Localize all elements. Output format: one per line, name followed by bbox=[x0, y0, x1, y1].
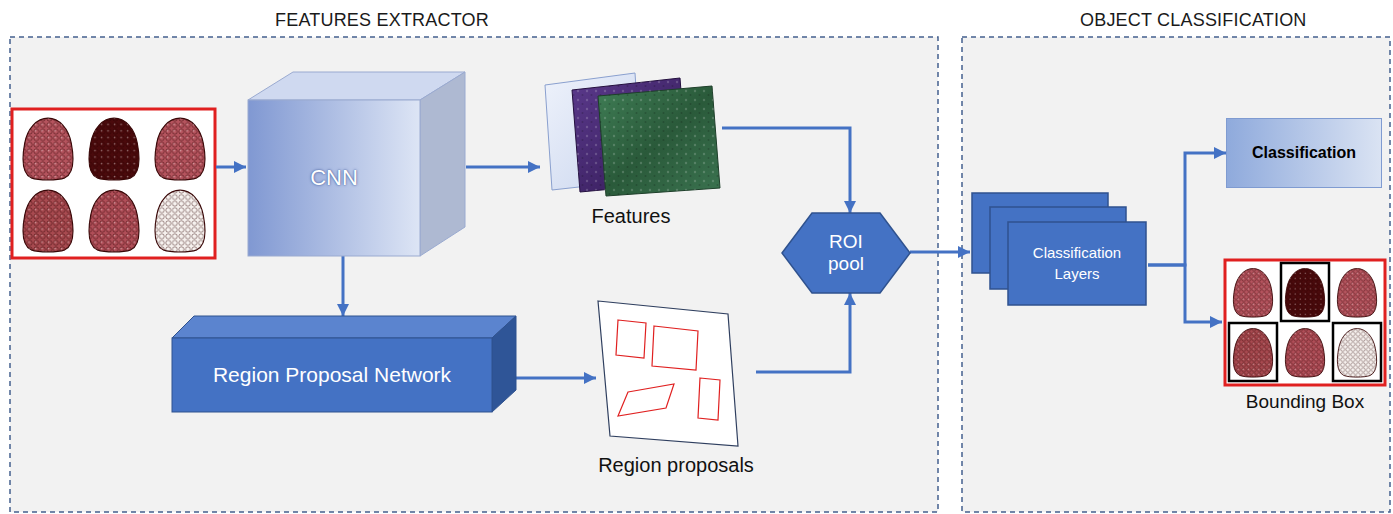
image-frame bbox=[12, 109, 215, 258]
detection-box bbox=[1281, 263, 1329, 321]
text-slot: Bounding Box bbox=[1222, 388, 1388, 416]
text-slot: FEATURES EXTRACTOR bbox=[275, 10, 489, 31]
block-label: CNN bbox=[310, 165, 358, 191]
image-caption: Features bbox=[592, 205, 671, 228]
raspberry bbox=[89, 190, 139, 252]
input-image bbox=[12, 109, 215, 258]
detection-box bbox=[1333, 323, 1381, 381]
text-slot: Features bbox=[540, 202, 722, 230]
output-box: Classification bbox=[1226, 118, 1382, 188]
raspberry bbox=[1337, 329, 1376, 378]
raspberry bbox=[1285, 269, 1324, 318]
feature-texture bbox=[598, 86, 720, 196]
raspberry bbox=[155, 190, 205, 252]
cube-side bbox=[420, 72, 465, 256]
block-label: Classification Layers bbox=[1012, 243, 1142, 284]
hexagon bbox=[782, 213, 910, 293]
bounding-image-shape bbox=[1222, 258, 1388, 388]
image-caption: Bounding Box bbox=[1246, 391, 1364, 413]
bar-top bbox=[172, 316, 516, 338]
block-label: Classification bbox=[1252, 144, 1356, 162]
text-slot: Region Proposal Network bbox=[172, 338, 492, 412]
detection-box bbox=[1229, 323, 1277, 381]
roi-hexagon: ROI pool bbox=[782, 213, 910, 293]
raspberry bbox=[1337, 269, 1376, 318]
result-image bbox=[1225, 260, 1385, 385]
bounding-image: Bounding Box bbox=[1222, 258, 1388, 418]
flow-arrow bbox=[516, 377, 596, 380]
bar-front bbox=[172, 338, 492, 412]
raspberry bbox=[23, 118, 73, 180]
proposal-box bbox=[652, 326, 698, 370]
raspberry bbox=[23, 190, 73, 252]
sheet bbox=[598, 301, 738, 446]
proposal-sheet: Region proposals bbox=[596, 296, 756, 486]
cnn-cube: CNN bbox=[248, 72, 466, 256]
region-outline bbox=[962, 37, 1390, 512]
input-arrow bbox=[216, 166, 246, 169]
layer-stack: Classification Layers bbox=[970, 190, 1148, 308]
raspberry bbox=[1285, 329, 1324, 378]
dashed-region: OBJECT CLASSIFICATION Classification Laye… bbox=[962, 6, 1390, 512]
text-slot: Classification bbox=[1227, 119, 1381, 187]
text-slot: Classification Layers bbox=[1012, 226, 1142, 301]
raspberry bbox=[1233, 269, 1272, 318]
raspberry bbox=[89, 118, 139, 180]
text-slot: CNN bbox=[248, 100, 420, 256]
raspberry bbox=[155, 118, 205, 180]
feature-map bbox=[598, 86, 720, 196]
cube-shape bbox=[248, 72, 466, 256]
text-slot: OBJECT CLASSIFICATION bbox=[1080, 10, 1307, 31]
region-outline bbox=[10, 37, 938, 512]
rpn-block: Region Proposal Network bbox=[172, 316, 516, 412]
flow-arrow bbox=[722, 128, 850, 213]
feature-stack bbox=[540, 70, 722, 198]
layer-card bbox=[1008, 222, 1146, 305]
flow-arrow bbox=[756, 293, 850, 372]
cube-front bbox=[248, 100, 420, 256]
image-frame bbox=[1225, 260, 1385, 385]
flow-arrow bbox=[342, 256, 345, 316]
image-caption: Region proposals bbox=[598, 454, 754, 477]
text-slot: ROI pool bbox=[806, 217, 886, 289]
proposal-box bbox=[616, 320, 646, 358]
region-heading: FEATURES EXTRACTOR bbox=[275, 10, 489, 31]
proposal-box bbox=[698, 378, 720, 420]
flow-arrow bbox=[466, 166, 540, 169]
flow-arrow bbox=[1148, 265, 1222, 322]
block-label: ROI pool bbox=[815, 231, 877, 275]
feature-maps: Features bbox=[540, 70, 722, 232]
text-slot: Region proposals bbox=[596, 450, 756, 480]
region-heading: OBJECT CLASSIFICATION bbox=[1080, 10, 1307, 31]
bar-side bbox=[492, 316, 516, 412]
proposal-sheet-shape bbox=[596, 296, 756, 448]
dashed-region: FEATURES EXTRACTOR CNN FeaturesROI poolReg… bbox=[10, 6, 938, 512]
flow-arrow bbox=[910, 251, 970, 254]
flow-arrow bbox=[1148, 153, 1226, 265]
raspberry bbox=[1233, 329, 1272, 378]
proposal-box bbox=[618, 384, 674, 416]
block-label: Region Proposal Network bbox=[213, 363, 451, 387]
